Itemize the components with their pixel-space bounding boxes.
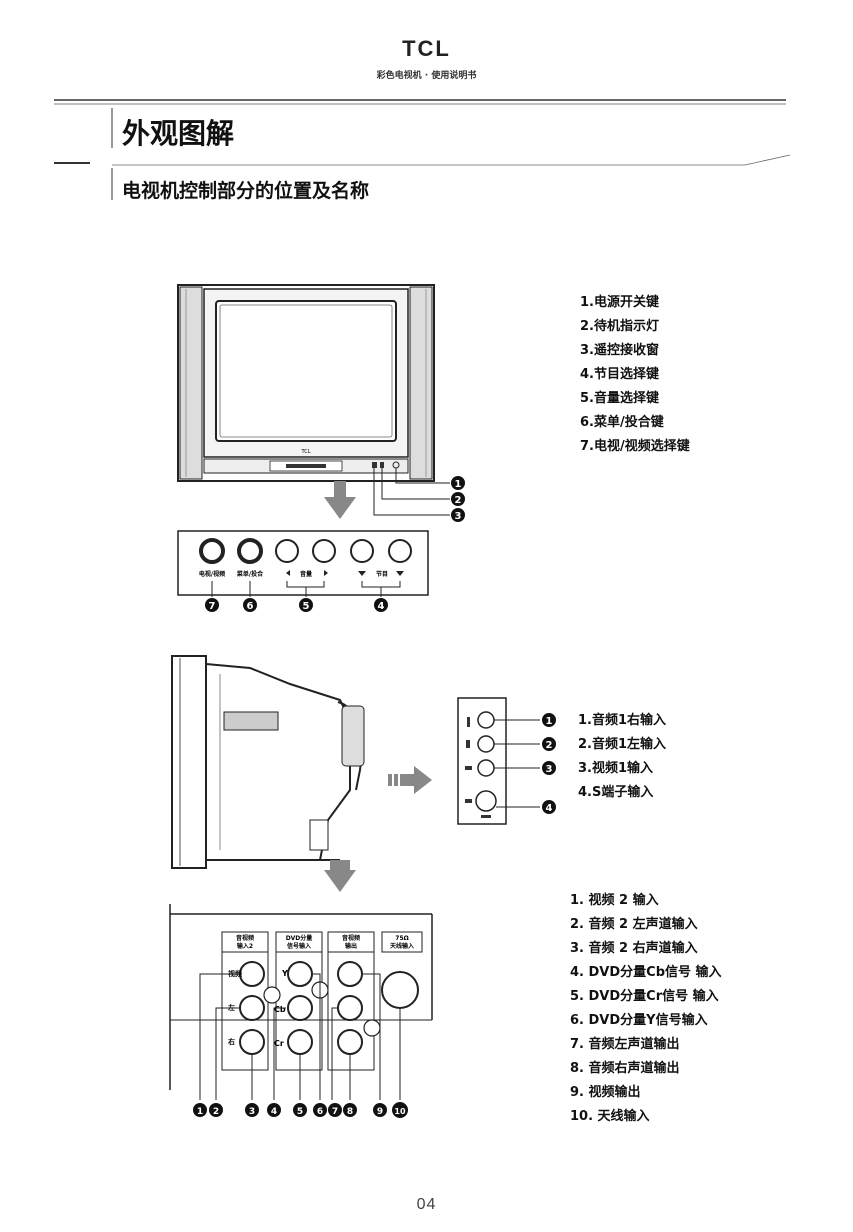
svg-text:1: 1: [546, 716, 553, 727]
rear-box-label-av-in2: 音视频输入2: [236, 934, 254, 950]
panel-callout-6: 6: [243, 598, 257, 612]
svg-text:5: 5: [297, 1107, 303, 1117]
panel-callout-4: 4: [374, 598, 388, 612]
svg-text:7: 7: [332, 1107, 338, 1117]
rear-item: 10. 天线输入: [570, 1109, 650, 1124]
jack-label-right: 右: [227, 1037, 235, 1046]
rear-box-label-dvd: DVD分量信号输入: [286, 934, 313, 950]
rear-box-label-av-out: 音视频输出: [342, 934, 360, 950]
svg-text:10: 10: [394, 1107, 406, 1116]
tv-brand-label: TCL: [300, 449, 310, 455]
svg-text:4: 4: [378, 601, 385, 612]
svg-text:8: 8: [347, 1107, 353, 1117]
rear-item: 8. 音频右声道输出: [570, 1061, 680, 1076]
side-item: 1.音频1右输入: [578, 713, 667, 728]
front-item: 6.菜单/投合键: [580, 415, 664, 430]
header-subtitle: 彩色电视机 · 使用说明书: [376, 71, 477, 81]
subsection-title: 电视机控制部分的位置及名称: [122, 180, 370, 202]
rear-item: 2. 音频 2 左声道输入: [570, 917, 698, 932]
rear-item: 9. 视频输出: [570, 1085, 641, 1100]
page-number: 04: [416, 1196, 437, 1213]
side-callout-3: 3: [542, 761, 556, 775]
svg-text:5: 5: [303, 601, 310, 612]
side-item: 3.视频1输入: [578, 761, 654, 776]
front-callout-2: 2: [451, 492, 465, 506]
jack-label-cr: Cr: [274, 1039, 284, 1048]
brand-logo: TCL: [402, 36, 451, 61]
rear-item: 6. DVD分量Y信号输入: [570, 1013, 708, 1028]
panel-label-menu: 菜单/投合: [236, 570, 264, 578]
panel-label-tv-video: 电视/视频: [199, 570, 225, 578]
svg-text:2: 2: [213, 1107, 219, 1117]
side-callout-4: 4: [542, 800, 556, 814]
svg-text:9: 9: [377, 1107, 383, 1117]
side-item: 2.音频1左输入: [578, 737, 667, 752]
rear-item: 4. DVD分量Cb信号 输入: [570, 965, 722, 980]
tv-front-diagram: TCL 1 2 3 电视/视频 菜单/投合 音量 节目: [177, 284, 465, 612]
front-item: 1.电源开关键: [580, 295, 659, 310]
tv-side-diagram: 1 2 3 4: [171, 655, 556, 872]
rear-item: 5. DVD分量Cr信号 输入: [570, 989, 719, 1004]
side-callout-2: 2: [542, 737, 556, 751]
svg-text:3: 3: [455, 511, 462, 522]
rear-callouts: 1 2 3 4 5 6 7 8 9 10: [193, 1102, 408, 1118]
rear-item: 1. 视频 2 输入: [570, 893, 659, 908]
down-arrow-icon: [324, 481, 356, 519]
panel-label-volume: 音量: [300, 570, 312, 578]
svg-text:6: 6: [247, 601, 254, 612]
svg-text:4: 4: [271, 1107, 277, 1117]
section-title: 外观图解: [122, 117, 235, 150]
svg-text:1: 1: [455, 479, 462, 490]
rear-item: 7. 音频左声道输出: [570, 1037, 680, 1052]
jack-label-y: Y: [281, 969, 288, 978]
rear-items-list: 1. 视频 2 输入 2. 音频 2 左声道输入 3. 音频 2 右声道输入 4…: [570, 889, 722, 1129]
svg-text:4: 4: [546, 803, 553, 814]
svg-text:7: 7: [209, 601, 216, 612]
svg-text:1: 1: [197, 1107, 203, 1117]
front-item: 4.节目选择键: [580, 367, 659, 382]
front-item: 2.待机指示灯: [580, 319, 659, 334]
front-callout-1: 1: [451, 476, 465, 490]
svg-text:3: 3: [249, 1107, 255, 1117]
svg-text:6: 6: [317, 1107, 323, 1117]
panel-callout-7: 7: [205, 598, 219, 612]
front-callout-3: 3: [451, 508, 465, 522]
header-rules: [54, 99, 791, 200]
panel-label-channel: 节目: [376, 570, 388, 578]
side-items-list: 1.音频1右输入 2.音频1左输入 3.视频1输入 4.S端子输入: [578, 709, 666, 805]
front-items-list: 1.电源开关键 2.待机指示灯 3.遥控接收窗 4.节目选择键 5.音量选择键 …: [580, 291, 690, 459]
rear-item: 3. 音频 2 右声道输入: [570, 941, 698, 956]
jack-label-cb: Cb: [274, 1005, 286, 1014]
svg-text:2: 2: [546, 740, 553, 751]
front-item: 7.电视/视频选择键: [580, 439, 690, 454]
front-item: 3.遥控接收窗: [580, 343, 659, 358]
svg-text:2: 2: [455, 495, 462, 506]
side-item: 4.S端子输入: [578, 785, 654, 800]
panel-callout-5: 5: [299, 598, 313, 612]
front-item: 5.音量选择键: [580, 391, 659, 406]
side-callout-1: 1: [542, 713, 556, 727]
right-arrow-icon: [388, 766, 432, 794]
down-arrow-icon: [324, 870, 356, 892]
svg-text:3: 3: [546, 764, 553, 775]
